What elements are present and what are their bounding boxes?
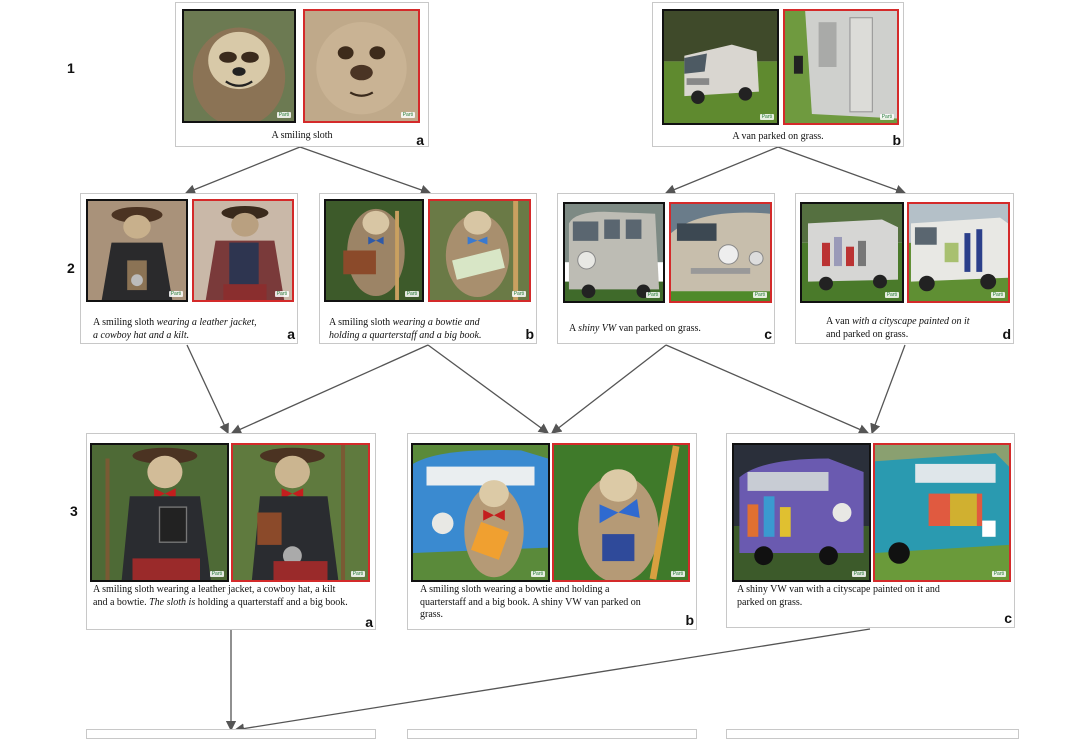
- panel-2d: Parti Parti A van with a cityscape paint…: [795, 193, 1014, 344]
- sloth-bowtie-image-selected: Parti: [428, 199, 531, 302]
- panel-3b: Parti Parti A smiling sloth wearing a bo…: [407, 433, 697, 630]
- van-image-selected: Parti: [783, 9, 899, 125]
- caption: A smiling sloth wearing a bowtie and hol…: [329, 317, 482, 341]
- panel-4c: [726, 729, 1019, 739]
- row-label-1: 1: [67, 60, 75, 76]
- sloth-vw-van-image: Parti: [411, 443, 550, 582]
- arrow: [230, 344, 429, 435]
- watermark: Parti: [274, 291, 289, 297]
- panel-letter: b: [685, 612, 694, 628]
- panel-letter: a: [287, 326, 295, 342]
- arrow: [184, 146, 301, 195]
- panel-letter: b: [525, 326, 534, 342]
- arrow: [186, 344, 229, 435]
- caption: A smiling sloth wearing a leather jacket…: [93, 317, 257, 341]
- panel-letter: c: [764, 326, 772, 342]
- panel-letter: a: [365, 614, 373, 630]
- panel-4a: [86, 729, 376, 739]
- sloth-vw-van-image-selected: Parti: [552, 443, 690, 582]
- caption: A smiling sloth: [271, 130, 333, 141]
- panel-letter: d: [1002, 326, 1011, 342]
- watermark: Parti: [991, 571, 1006, 577]
- sloth-leather-jacket-image-selected: Parti: [192, 199, 294, 302]
- watermark: Parti: [990, 292, 1005, 298]
- caption: A smiling sloth wearing a leather jacket…: [93, 584, 348, 608]
- watermark: Parti: [404, 291, 419, 297]
- panel-1b: Parti Parti A van parked on grass. b: [652, 2, 904, 148]
- watermark: Parti: [400, 112, 415, 118]
- panel-2a: Parti Parti A smiling sloth wearing a le…: [80, 193, 298, 344]
- row-label-2: 2: [67, 260, 75, 276]
- cityscape-van-image: Parti: [800, 202, 904, 303]
- caption: A van with a cityscape painted on it and…: [826, 316, 970, 340]
- sloth-image: Parti: [182, 9, 296, 123]
- vw-van-cityscape-image: Parti: [732, 443, 871, 582]
- watermark: Parti: [350, 571, 365, 577]
- van-image: Parti: [662, 9, 779, 125]
- caption: A van parked on grass.: [732, 131, 824, 142]
- arrow: [665, 344, 870, 435]
- panel-letter: c: [1004, 610, 1012, 626]
- panel-letter: a: [416, 132, 424, 148]
- row-label-3: 3: [70, 503, 78, 519]
- panel-1a: Parti Parti A smiling sloth a: [175, 2, 429, 148]
- arrow: [870, 344, 906, 435]
- watermark: Parti: [759, 114, 774, 120]
- vw-van-cityscape-image-selected: Parti: [873, 443, 1011, 582]
- sloth-leather-jacket-bowtie-image: Parti: [90, 443, 229, 582]
- vw-van-image-selected: Parti: [669, 202, 772, 303]
- caption: A smiling sloth wearing a bowtie and hol…: [420, 584, 641, 620]
- watermark: Parti: [851, 571, 866, 577]
- watermark: Parti: [276, 112, 291, 118]
- watermark: Parti: [511, 291, 526, 297]
- watermark: Parti: [209, 571, 224, 577]
- vw-van-image: Parti: [563, 202, 665, 303]
- cityscape-van-image-selected: Parti: [907, 202, 1010, 303]
- arrow: [427, 344, 550, 434]
- arrow: [664, 146, 779, 195]
- arrow: [233, 628, 871, 733]
- arrow: [777, 146, 907, 195]
- panel-3c: Parti Parti A shiny VW van with a citysc…: [726, 433, 1015, 628]
- watermark: Parti: [884, 292, 899, 298]
- arrow: [299, 146, 432, 195]
- panel-letter: b: [892, 132, 901, 148]
- watermark: Parti: [752, 292, 767, 298]
- watermark: Parti: [168, 291, 183, 297]
- panel-4b: [407, 729, 697, 739]
- panel-3a: Parti Parti A smiling sloth wearing a le…: [86, 433, 376, 630]
- watermark: Parti: [670, 571, 685, 577]
- caption: A shiny VW van parked on grass.: [569, 323, 701, 334]
- sloth-image-selected: Parti: [303, 9, 420, 123]
- sloth-leather-jacket-image: Parti: [86, 199, 188, 302]
- watermark: Parti: [645, 292, 660, 298]
- arrow: [550, 344, 667, 434]
- caption: A shiny VW van with a cityscape painted …: [737, 584, 940, 608]
- watermark: Parti: [879, 114, 894, 120]
- watermark: Parti: [530, 571, 545, 577]
- sloth-bowtie-image: Parti: [324, 199, 424, 302]
- panel-2c: Parti Parti A shiny VW van parked on gra…: [557, 193, 775, 344]
- sloth-leather-jacket-bowtie-image-selected: Parti: [231, 443, 370, 582]
- panel-2b: Parti Parti A smiling sloth wearing a bo…: [319, 193, 537, 344]
